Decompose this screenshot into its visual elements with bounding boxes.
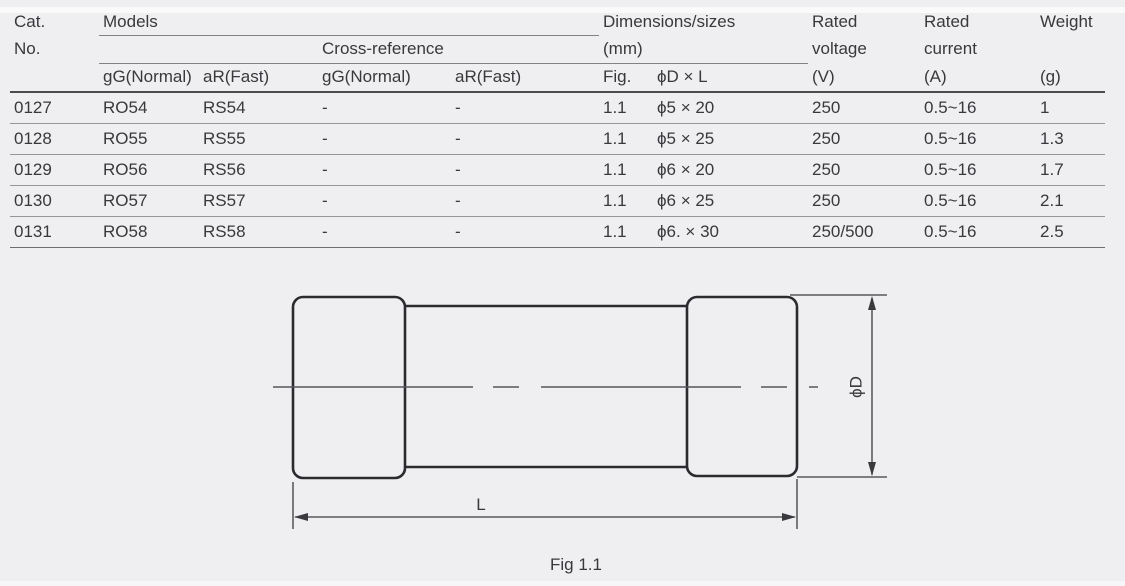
cell-dxl: ϕ6. × 30 — [653, 216, 809, 248]
page-top-strip — [0, 7, 1125, 13]
cell-fig: 1.1 — [599, 123, 653, 155]
cell-cross-ar: - — [451, 154, 599, 186]
header-weight-unit: (g) — [1036, 63, 1106, 93]
cell-current: 0.5~16 — [920, 92, 1037, 124]
cell-weight: 1 — [1036, 92, 1106, 124]
cell-model-gg: RO56 — [99, 154, 199, 186]
page-bottom-strip — [0, 581, 1125, 586]
table-row: 0127 RO54 RS54 - - 1.1 ϕ5 × 20 250 0.5~1… — [10, 92, 1106, 124]
header-dimensions: Dimensions/sizes — [603, 12, 736, 31]
length-label: L — [476, 495, 485, 514]
cell-current: 0.5~16 — [920, 185, 1037, 217]
header-cat-spacer — [10, 63, 99, 93]
cell-cross-ar: - — [451, 185, 599, 217]
length-dimension — [292, 479, 798, 529]
cell-cross-gg: - — [318, 154, 451, 186]
header-cat: Cat. — [14, 12, 46, 31]
cell-weight: 2.1 — [1036, 185, 1106, 217]
header-current: current — [924, 39, 977, 58]
cell-current: 0.5~16 — [920, 154, 1037, 186]
cell-model-gg: RO58 — [99, 216, 199, 248]
cell-model-gg: RO57 — [99, 185, 199, 217]
diameter-label: ϕD — [846, 376, 865, 398]
header-rated-current: Rated — [924, 12, 970, 31]
header-weight-spacer — [1036, 35, 1105, 63]
header-no: No. — [14, 39, 41, 58]
cell-model-ar: RS57 — [199, 185, 318, 217]
cell-cat-no: 0128 — [10, 123, 99, 155]
diameter-arrow-up-icon — [868, 296, 876, 310]
table-row: 0129 RO56 RS56 - - 1.1 ϕ6 × 20 250 0.5~1… — [10, 154, 1106, 186]
table-row: 0131 RO58 RS58 - - 1.1 ϕ6. × 30 250/500 … — [10, 216, 1106, 248]
cell-dxl: ϕ5 × 25 — [653, 123, 809, 155]
header-d-by-l: ϕD × L — [653, 63, 809, 93]
cell-dxl: ϕ5 × 20 — [653, 92, 809, 124]
length-arrow-left-icon — [294, 513, 308, 521]
cell-current: 0.5~16 — [920, 123, 1037, 155]
diameter-dimension — [790, 294, 887, 478]
header-weight: Weight — [1040, 12, 1093, 31]
table-row: 0128 RO55 RS55 - - 1.1 ϕ5 × 25 250 0.5~1… — [10, 123, 1106, 155]
cell-model-ar: RS55 — [199, 123, 318, 155]
cell-voltage: 250 — [808, 92, 921, 124]
cell-cross-gg: - — [318, 216, 451, 248]
cell-dxl: ϕ6 × 20 — [653, 154, 809, 186]
cell-model-ar: RS58 — [199, 216, 318, 248]
header-voltage: voltage — [812, 39, 867, 58]
cell-fig: 1.1 — [599, 154, 653, 186]
header-models-gg: gG(Normal) — [99, 63, 199, 93]
cell-cross-gg: - — [318, 123, 451, 155]
cell-weight: 1.3 — [1036, 123, 1106, 155]
header-dimensions-unit: (mm) — [599, 35, 809, 64]
cell-fig: 1.1 — [599, 92, 653, 124]
fuse-diagram: ϕD L Fig 1.1 — [273, 294, 887, 574]
header-rated-voltage: Rated — [812, 12, 858, 31]
cell-voltage: 250/500 — [808, 216, 921, 248]
cell-cat-no: 0129 — [10, 154, 99, 186]
fuse-spec-table: Cat. Models Dimensions/sizes Rated Rated… — [10, 7, 1106, 248]
cell-cross-ar: - — [451, 216, 599, 248]
figure-caption: Fig 1.1 — [550, 555, 602, 574]
cell-current: 0.5~16 — [920, 216, 1037, 248]
cell-weight: 2.5 — [1036, 216, 1106, 248]
header-cross-reference: Cross-reference — [318, 35, 599, 64]
cell-model-gg: RO55 — [99, 123, 199, 155]
cell-fig: 1.1 — [599, 216, 653, 248]
cell-fig: 1.1 — [599, 185, 653, 217]
cell-cross-gg: - — [318, 92, 451, 124]
cell-voltage: 250 — [808, 185, 921, 217]
cell-cat-no: 0131 — [10, 216, 99, 248]
table-row: 0130 RO57 RS57 - - 1.1 ϕ6 × 25 250 0.5~1… — [10, 185, 1106, 217]
header-voltage-unit: (V) — [808, 63, 921, 93]
diameter-arrow-down-icon — [868, 462, 876, 476]
header-models-spacer — [99, 35, 318, 64]
header-current-unit: (A) — [920, 63, 1037, 93]
cell-weight: 1.7 — [1036, 154, 1106, 186]
cell-cross-gg: - — [318, 185, 451, 217]
cell-cross-ar: - — [451, 123, 599, 155]
datasheet-page: { "colors": { "background": "#efeff1", "… — [0, 7, 1125, 586]
cell-model-ar: RS54 — [199, 92, 318, 124]
header-cross-gg: gG(Normal) — [318, 63, 451, 93]
length-arrow-right-icon — [782, 513, 796, 521]
header-cross-ar: aR(Fast) — [451, 63, 599, 93]
cell-cross-ar: - — [451, 92, 599, 124]
header-models-ar: aR(Fast) — [199, 63, 318, 93]
cell-cat-no: 0130 — [10, 185, 99, 217]
cell-model-gg: RO54 — [99, 92, 199, 124]
cell-model-ar: RS56 — [199, 154, 318, 186]
cell-dxl: ϕ6 × 25 — [653, 185, 809, 217]
header-fig: Fig. — [599, 63, 653, 93]
cell-voltage: 250 — [808, 154, 921, 186]
cell-cat-no: 0127 — [10, 92, 99, 124]
cell-voltage: 250 — [808, 123, 921, 155]
